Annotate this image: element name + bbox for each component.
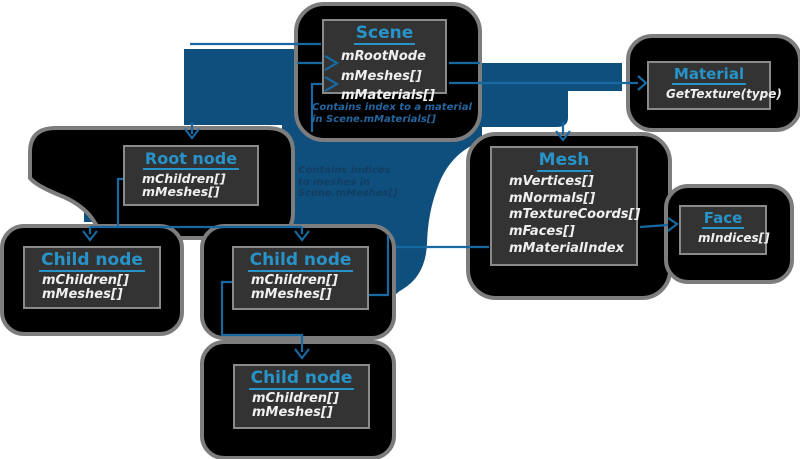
node-title: Child node xyxy=(248,368,355,391)
node-member: mFaces[] xyxy=(509,223,575,239)
node-member: mChildren[] xyxy=(142,170,226,186)
node-member: mMeshes[] xyxy=(42,287,123,303)
node-members: mChildren[]mMeshes[] xyxy=(125,172,257,199)
node-member: mMaterialIndex xyxy=(509,240,624,256)
node-member: mVertices[] xyxy=(509,174,594,190)
node-member: mChildren[] xyxy=(252,391,339,407)
node-member: GetTexture(type) xyxy=(666,86,782,101)
node-member: mMeshes[] xyxy=(341,68,422,84)
node-member: mChildren[] xyxy=(42,273,129,289)
node-member: mMaterials[] xyxy=(341,88,436,104)
node-scene: Scene mRootNode mMeshes[] mMaterials[] xyxy=(322,19,447,103)
node-member: mRootNode xyxy=(341,49,426,65)
node-title: Child node xyxy=(39,250,145,273)
node-member: mTextureCoords[] xyxy=(509,207,641,223)
node-title: Root node xyxy=(142,149,240,170)
node-member: mMeshes[] xyxy=(142,184,220,200)
node-members: mIndices[] xyxy=(681,230,770,245)
node-title: Scene xyxy=(353,23,416,46)
node-members: mChildren[]mMeshes[] xyxy=(25,273,159,303)
node-title: Material xyxy=(671,65,747,85)
node-members: mChildren[]mMeshes[] xyxy=(234,273,367,303)
node-members: mRootNode mMeshes[] mMaterials[] xyxy=(324,47,445,106)
node-members: GetTexture(type) xyxy=(649,86,782,101)
node-member: mChildren[] xyxy=(251,273,338,289)
flow-blob-above-mesh xyxy=(482,91,568,127)
node-title: Child node xyxy=(247,250,354,273)
node-members: mChildren[]mMeshes[] xyxy=(235,391,368,421)
node-title: Mesh xyxy=(536,150,592,173)
node-members: mVertices[]mNormals[]mTextureCoords[]mFa… xyxy=(492,174,641,257)
node-member: mIndices[] xyxy=(698,230,770,245)
node-member: mNormals[] xyxy=(509,190,596,206)
node-member: mMeshes[] xyxy=(251,287,332,303)
node-member: mMeshes[] xyxy=(252,405,333,421)
node-title: Face xyxy=(701,209,745,229)
